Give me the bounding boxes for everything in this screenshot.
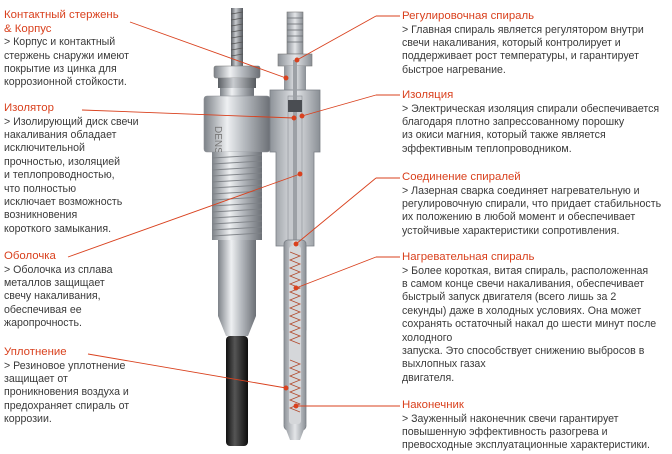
label-heating-coil-title: Нагревательная спираль <box>402 251 535 263</box>
label-seal: Уплотнение > Резиновое уплотнение защища… <box>4 346 184 427</box>
callout-lines-right <box>293 15 400 409</box>
label-contact-rod-housing-title: Контактный стержень & Корпус <box>4 9 119 35</box>
label-insulator-text: > Изолирующий диск свечи накаливания обл… <box>4 115 139 235</box>
label-insulation-title: Изоляция <box>402 89 454 101</box>
label-insulation: Изоляция > Электрическая изоляция спирал… <box>402 89 670 156</box>
brand-mark-text: DENSO <box>212 126 223 162</box>
label-heating-coil-text: > Более короткая, витая спираль, располо… <box>402 264 657 384</box>
label-sheath: Оболочка > Оболочка из сплава металлов з… <box>4 250 184 331</box>
label-coil-joint: Соединение спиралей > Лазерная сварка со… <box>402 171 670 238</box>
label-seal-title: Уплотнение <box>4 346 67 358</box>
label-contact-rod-housing: Контактный стержень & Корпус > Корпус и … <box>4 9 204 90</box>
label-heating-coil: Нагревательная спираль > Более короткая,… <box>402 251 670 385</box>
label-coil-joint-text: > Лазерная сварка соединяет нагревательн… <box>402 184 662 237</box>
label-sheath-text: > Оболочка из сплава металлов защищает с… <box>4 263 113 330</box>
label-control-coil: Регулировочная спираль > Главная спираль… <box>402 10 670 77</box>
label-control-coil-text: > Главная спираль является регулятором в… <box>402 23 644 76</box>
label-insulation-text: > Электрическая изоляция спирали обеспеч… <box>402 102 660 155</box>
label-contact-rod-housing-text: > Корпус и контактный стержень снаружи и… <box>4 36 129 89</box>
label-tip: Наконечник > Зауженный наконечник свечи … <box>402 399 670 453</box>
label-coil-joint-title: Соединение спиралей <box>402 171 521 183</box>
label-insulator: Изолятор > Изолирующий диск свечи накали… <box>4 102 184 236</box>
glow-plug-external: DENSO <box>203 8 271 446</box>
callout-lines-left <box>67 21 303 391</box>
glow-plug-cutaway <box>269 11 321 440</box>
label-tip-title: Наконечник <box>402 399 464 411</box>
label-tip-text: > Зауженный наконечник свечи гарантирует… <box>402 412 651 452</box>
label-insulator-title: Изолятор <box>4 102 54 114</box>
label-sheath-title: Оболочка <box>4 250 56 262</box>
label-control-coil-title: Регулировочная спираль <box>402 10 535 22</box>
label-seal-text: > Резиновое уплотнение защищает от прони… <box>4 359 130 426</box>
